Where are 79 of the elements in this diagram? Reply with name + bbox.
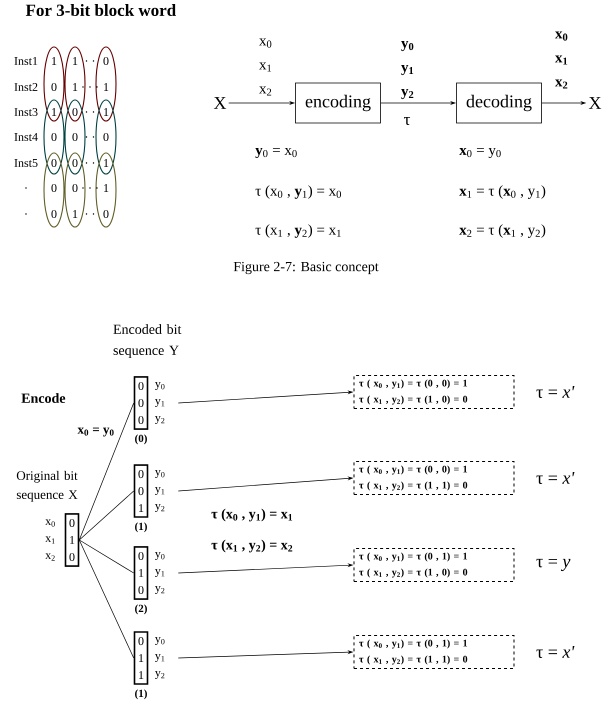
bit-names: y$_{0}$ y$_{1}$ y$_{2}$: [154, 382, 165, 424]
equation-label: τ = x': [536, 646, 574, 658]
bit-column-box: 0 0 1: [134, 464, 148, 518]
bit-value: 1: [73, 210, 78, 218]
bit-column-box: 0 1 0: [64, 513, 80, 567]
bit-value: 0: [72, 132, 78, 142]
equation: x$_{2}$ = τ (x$_{1}$ , y$_{2}$): [459, 224, 546, 238]
ellipsis: . .: [86, 162, 94, 164]
bit-value: 1: [73, 57, 78, 65]
instruction-label: Inst3: [14, 108, 38, 116]
ellipsis: . .: [86, 136, 94, 138]
instruction-label: Inst2: [14, 82, 38, 92]
bit-value: 0: [51, 184, 57, 192]
edge-label: y$_{0}$ y$_{1}$ y$_{2}$: [400, 40, 416, 100]
bit-value: 0: [72, 184, 78, 192]
index-label: (1): [135, 689, 147, 700]
equation-label: τ = y: [536, 558, 570, 572]
equation: τ (x$_{1}$ , y$_{2}$) = x$_{1}$: [256, 224, 341, 238]
equation-box: τ ( x$_{0}$ , y$_{1}$) = τ (0 , 1) = 1 τ ( x$_{1}$ , y$_{2}$) = τ (1 , 1) = 0: [354, 634, 514, 670]
bit-column-box: 0 1 1: [134, 631, 148, 685]
ellipsis: . . .: [82, 86, 98, 88]
bit-value: 0: [51, 158, 57, 168]
bit-value: 0: [51, 82, 57, 92]
column-heading: Encoded bit sequence Y: [113, 324, 182, 358]
signal-label: X: [588, 97, 602, 109]
index-label: (2): [135, 604, 147, 614]
edge-label: x$_{0}$ = y$_{0}$: [76, 426, 116, 438]
bit-value: 0: [103, 56, 109, 66]
equation-label: τ = x': [536, 386, 574, 398]
section-heading: Encode: [21, 393, 66, 403]
ellipsis: . . .: [82, 187, 98, 189]
bit-value: 0: [51, 210, 57, 218]
bit-value: 1: [73, 83, 78, 91]
bit-value: 0: [51, 132, 57, 142]
bit-column-box: 0 0 0: [134, 376, 148, 430]
instruction-label: .: [25, 187, 27, 189]
box-heading: Original bit sequence X: [16, 470, 78, 502]
bit-value: 0: [72, 108, 78, 116]
bit-names: y$_{0}$ y$_{1}$ y$_{2}$: [154, 470, 165, 512]
bit-value: 1: [104, 83, 108, 91]
index-label: (0): [135, 434, 147, 444]
caption: Figure 2-7: Basic concept: [234, 262, 379, 274]
process-box: encoding: [295, 82, 381, 124]
bit-value: 0: [103, 210, 109, 218]
instruction-label: .: [25, 213, 27, 215]
bit-value: 1: [52, 57, 56, 65]
equation-label: τ = x': [536, 472, 574, 484]
bit-value: 1: [104, 108, 108, 116]
ellipsis: . .: [86, 60, 94, 62]
bit-names: x$_{0}$ x$_{1}$ x$_{2}$: [45, 519, 55, 561]
instruction-label: Inst4: [14, 133, 38, 141]
edge-label: x$_{0}$ x$_{1}$ x$_{2}$: [258, 37, 274, 97]
ellipsis: . .: [86, 111, 94, 113]
process-box: decoding: [456, 82, 542, 124]
equation-box: τ ( x$_{0}$ , y$_{1}$) = τ (0 , 0) = 1 τ ( x$_{1}$ , y$_{2}$) = τ (1 , 0) = 0: [354, 374, 514, 410]
equation: y$_{0}$ = x$_{0}$: [255, 148, 297, 158]
equation: τ (x$_{1}$ , y$_{2}$) = x$_{2}$: [211, 540, 292, 552]
bit-value: 1: [52, 108, 56, 116]
bit-names: y$_{0}$ y$_{1}$ y$_{2}$: [154, 636, 165, 680]
title: For 3-bit block word: [26, 4, 176, 16]
bit-column-box: 0 1 0: [134, 546, 148, 600]
bit-value: 1: [104, 159, 108, 167]
signal-label: X: [214, 97, 226, 109]
instruction-label: Inst5: [14, 159, 38, 167]
tau-symbol: τ: [404, 117, 410, 125]
equation-box: τ ( x$_{0}$ , y$_{1}$) = τ (0 , 0) = 1 τ ( x$_{1}$ , y$_{2}$) = τ (1 , 1) = 0: [354, 460, 514, 496]
edge-label: x$_{0}$ x$_{1}$ x$_{2}$: [554, 30, 570, 90]
equation: x$_{0}$ = y$_{0}$: [459, 148, 501, 158]
equation: τ (x$_{0}$ , y$_{1}$) = x$_{1}$: [211, 508, 292, 522]
equation: τ (x$_{0}$ , y$_{1}$) = x$_{0}$: [256, 185, 342, 199]
bit-value: 0: [103, 132, 109, 142]
instruction-label: Inst1: [14, 57, 38, 66]
equation: x$_{1}$ = τ (x$_{0}$ , y$_{1}$): [459, 185, 546, 199]
bit-names: y$_{0}$ y$_{1}$ y$_{2}$: [154, 552, 165, 594]
equation-box: τ ( x$_{0}$ , y$_{1}$) = τ (0 , 1) = 1 τ ( x$_{1}$ , y$_{2}$) = τ (1 , 0) = 0: [354, 548, 514, 582]
index-label: (1): [135, 522, 147, 532]
bit-value: 1: [104, 184, 108, 192]
bit-value: 0: [72, 158, 78, 168]
ellipsis: . .: [86, 213, 94, 215]
